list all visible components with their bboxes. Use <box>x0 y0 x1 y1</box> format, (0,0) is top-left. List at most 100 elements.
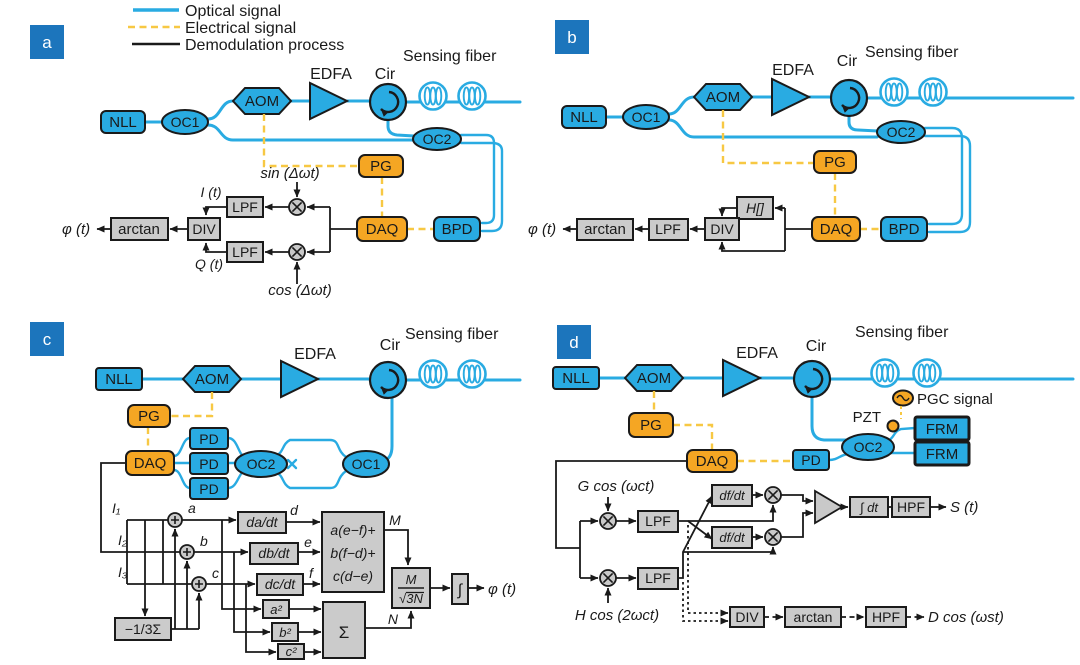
arctan-label: arctan <box>118 221 160 238</box>
oc2-coupler: OC2 <box>841 433 895 461</box>
lpf-label: LPF <box>655 221 681 237</box>
panel-a-label: a <box>30 25 64 59</box>
edfa-label: EDFA <box>772 62 814 79</box>
legend-optical-label: Optical signal <box>185 3 281 20</box>
i1-label: I₁ <box>112 500 121 516</box>
edfa-icon: EDFA <box>280 346 336 399</box>
lpf-box: LPF <box>637 567 679 590</box>
edfa-label: EDFA <box>294 346 336 363</box>
cir-label: Cir <box>380 337 401 354</box>
pzt-icon <box>886 419 900 433</box>
aom-label: AOM <box>245 93 279 110</box>
i-signal-label: I (t) <box>201 184 222 200</box>
fiber-coil-icon <box>418 81 448 111</box>
oc2-label: OC2 <box>887 124 916 140</box>
panel-b: b Sensing fiber NLL OC1 AOM <box>528 20 1075 252</box>
panel-c-electrical <box>146 392 214 451</box>
nll-box: NLL <box>561 105 607 129</box>
pd-box: PD <box>189 477 229 500</box>
daq-box: DAQ <box>811 216 861 242</box>
formula-line3: c(d−e) <box>333 568 373 584</box>
daq-box: DAQ <box>125 450 175 476</box>
pgc-signal-icon <box>892 389 914 407</box>
circulator-icon: Cir <box>370 337 406 398</box>
sensing-fiber-label: Sensing fiber <box>855 324 949 341</box>
edfa-icon: EDFA <box>722 345 778 398</box>
pg-box: PG <box>358 154 404 178</box>
pg-label: PG <box>138 408 160 425</box>
phi-output-label: φ (t) <box>488 581 516 598</box>
oc2-coupler: OC2 <box>876 120 926 144</box>
pgc-signal-label: PGC signal <box>917 391 993 408</box>
panel-a: a Sensing fiber NLL OC1 AOM <box>30 25 522 299</box>
edfa-label: EDFA <box>310 66 352 83</box>
frm-label: FRM <box>926 446 959 463</box>
nll-label: NLL <box>105 371 133 388</box>
arctan-box: arctan <box>576 218 634 241</box>
integrate-dt-box: ∫ dt <box>849 496 889 518</box>
adder-icon <box>179 544 195 560</box>
minus-third-sum-box: −1/3Σ <box>114 617 172 641</box>
panel-d-label: d <box>557 325 591 359</box>
aom-icon: AOM <box>623 364 685 392</box>
div-label: DIV <box>710 221 734 237</box>
panel-a-electrical <box>262 114 434 231</box>
oc2-label: OC2 <box>854 439 883 455</box>
sensing-fiber-label: Sensing fiber <box>405 326 499 343</box>
panel-c-letter: c <box>43 330 52 349</box>
pd-label: PD <box>199 431 218 447</box>
pg-label: PG <box>824 154 846 171</box>
cos-carrier-label: cos (Δωt) <box>268 282 331 299</box>
fiber-coil-icon <box>879 77 909 107</box>
integrator-label: ∫ <box>457 582 464 599</box>
oc1-coupler: OC1 <box>161 109 209 135</box>
terminated-port-x-icon <box>286 458 298 470</box>
pg-label: PG <box>640 417 662 434</box>
aom-icon: AOM <box>692 83 754 111</box>
formula-box: a(e−f)+ b(f−d)+ c(d−e) <box>321 511 385 593</box>
pd-box: PD <box>189 427 229 450</box>
div-label: DIV <box>192 221 216 237</box>
aom-icon: AOM <box>231 87 293 115</box>
m-label: M <box>389 512 401 528</box>
daq-box: DAQ <box>356 216 408 242</box>
a-squared-box: a² <box>262 599 290 619</box>
panel-d-demod-wires <box>555 460 947 625</box>
pd-label: PD <box>801 452 820 468</box>
a-label: a <box>188 500 196 516</box>
bpd-box: BPD <box>433 216 481 242</box>
lpf-label: LPF <box>232 244 258 260</box>
edfa-label: EDFA <box>736 345 778 362</box>
fraction-numerator: M <box>406 572 417 587</box>
frm-label: FRM <box>926 421 959 438</box>
oc2-label: OC2 <box>247 456 276 472</box>
dfdt-label: df/dt <box>719 488 746 503</box>
panel-c: c Sensing fiber NLL AOM <box>30 322 522 660</box>
phi-output-label: φ (t) <box>528 221 556 238</box>
pg-box: PG <box>813 150 857 174</box>
lpf-box: LPF <box>226 241 264 263</box>
adder-icon <box>167 512 183 528</box>
pd-box: PD <box>792 449 830 471</box>
circulator-icon: Cir <box>370 66 406 120</box>
aom-label: AOM <box>195 371 229 388</box>
dbdt-box: db/dt <box>249 542 299 565</box>
pg-label: PG <box>370 158 392 175</box>
formula-line1: a(e−f)+ <box>330 522 375 538</box>
dfdt-box: df/dt <box>711 526 753 549</box>
hpf-label: HPF <box>897 499 925 515</box>
formula-line2: b(f−d)+ <box>330 545 375 561</box>
panel-d-letter: d <box>569 333 578 352</box>
bpd-label: BPD <box>442 221 473 238</box>
nll-box: NLL <box>95 367 143 391</box>
aom-label: AOM <box>637 370 671 387</box>
fiber-coil-icon <box>457 359 487 389</box>
adder-icon <box>191 576 207 592</box>
subtractor-amp-icon <box>814 489 844 525</box>
sigma-label: Σ <box>339 623 350 642</box>
daq-label: DAQ <box>134 455 167 472</box>
oc2-coupler: OC2 <box>412 127 462 151</box>
c-squared-box: c² <box>277 643 305 660</box>
daq-box: DAQ <box>686 449 738 473</box>
legend-demodulation-label: Demodulation process <box>185 37 344 54</box>
